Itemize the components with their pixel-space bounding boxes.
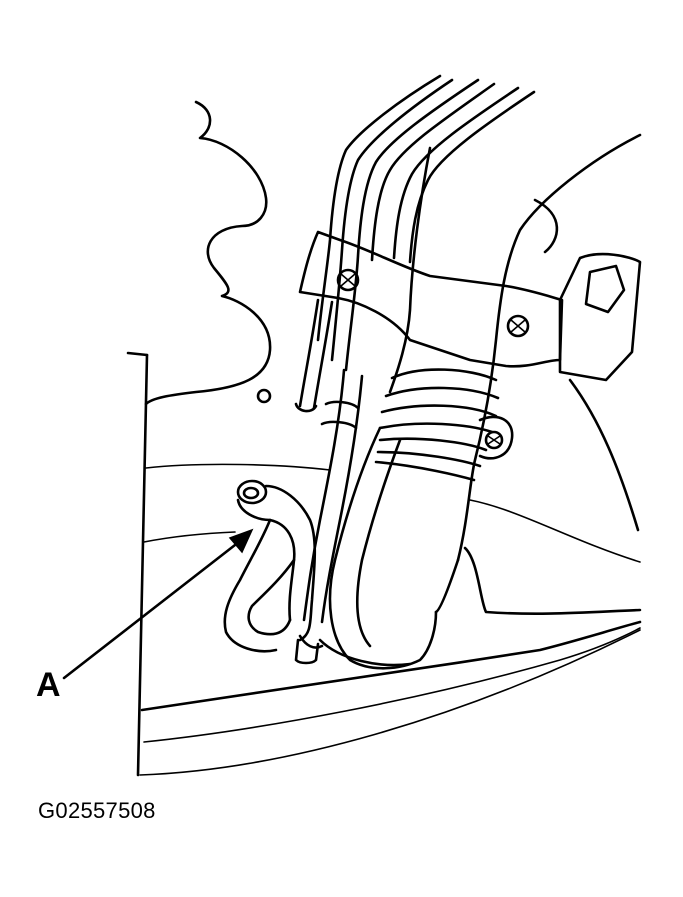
engine-body-outline	[144, 100, 272, 406]
hose-a	[223, 479, 317, 653]
plug-circle	[256, 388, 272, 404]
secondary-pipe	[294, 368, 364, 665]
right-contour-2	[568, 378, 640, 532]
frame-line-1	[145, 463, 331, 471]
intake-duct	[318, 133, 642, 670]
right-contour-3	[469, 499, 641, 563]
callout-arrowhead	[228, 528, 254, 554]
right-contour-4	[463, 546, 642, 616]
mounting-bracket	[298, 230, 642, 382]
figure-id: G02557508	[38, 798, 156, 823]
frame-line-2	[143, 531, 236, 543]
panel-left-edge	[136, 353, 149, 777]
panel-top-edge	[126, 351, 149, 357]
frame-line-3	[140, 620, 642, 712]
hose-clamp	[478, 415, 514, 460]
pipe-bundle	[294, 74, 536, 413]
frame-line-5	[139, 629, 641, 776]
callout-label: A	[36, 666, 61, 704]
callout-leader-line	[62, 536, 246, 680]
frame-line-4	[143, 627, 641, 743]
